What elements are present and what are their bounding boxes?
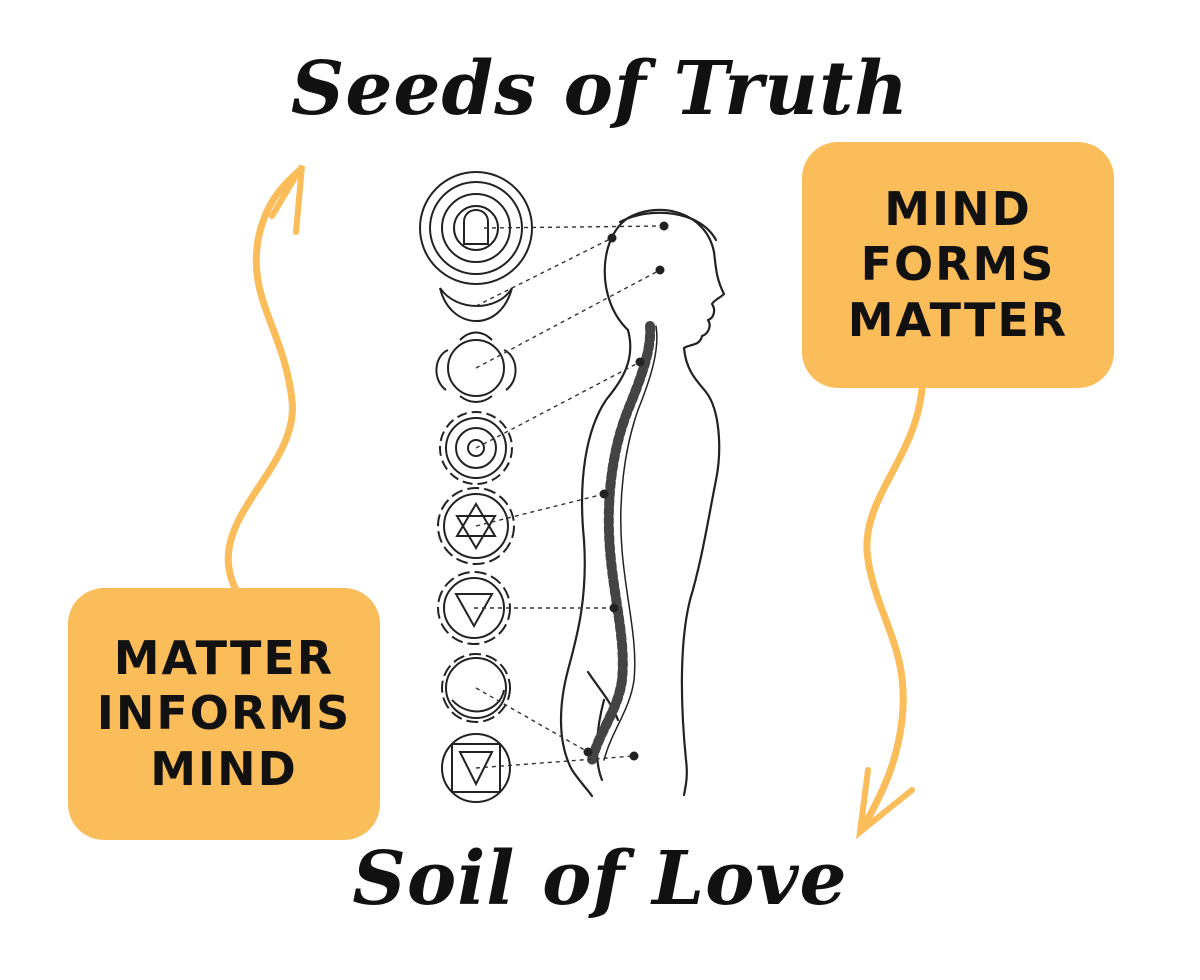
box-left-line-2: INFORMS	[96, 686, 352, 741]
box-right-line-2: FORMS	[860, 237, 1056, 292]
box-right-line-1: MIND	[884, 182, 1032, 237]
right-wavy-arrow	[856, 384, 926, 840]
box-left-line-1: MATTER	[113, 631, 335, 686]
connector-lines	[474, 225, 665, 769]
matter-informs-mind-box: MATTER INFORMS MIND	[68, 588, 380, 840]
circle-chakra-icon	[439, 411, 513, 485]
hexagram-chakra-icon	[437, 487, 515, 565]
moon-chakra-icon	[439, 287, 513, 322]
bottom-title: Soil of Love	[352, 836, 848, 922]
connector-dots	[583, 221, 669, 761]
mind-forms-matter-box: MIND FORMS MATTER	[802, 142, 1114, 388]
box-left-line-3: MIND	[150, 741, 298, 796]
throat-chakra-icon	[435, 331, 517, 403]
crown-chakra-icon	[419, 171, 533, 285]
chakra-symbols	[419, 171, 533, 803]
crescent-chakra-icon	[441, 653, 511, 723]
box-right-line-3: MATTER	[847, 292, 1069, 347]
square-chakra-icon	[441, 733, 511, 803]
left-wavy-arrow	[224, 164, 305, 594]
top-title: Seeds of Truth	[290, 46, 910, 132]
human-figure	[559, 208, 726, 798]
